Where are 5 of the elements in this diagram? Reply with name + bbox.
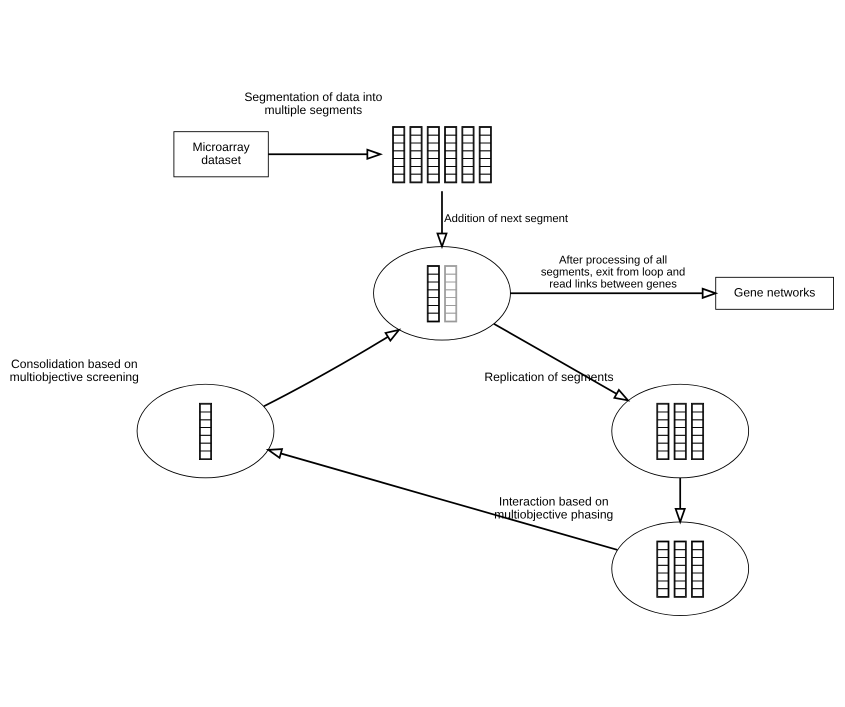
node-label: Interaction based on multiobjective phasing — [494, 494, 614, 522]
node-label: Segmentation of data into multiple segments — [244, 90, 382, 118]
node-label: Consolidation based on multiobjective screening — [10, 356, 139, 384]
edge-label: After processing of all segments, exit from loop and read links between genes — [540, 254, 686, 291]
edge-label: Addition of next segment — [444, 212, 568, 225]
